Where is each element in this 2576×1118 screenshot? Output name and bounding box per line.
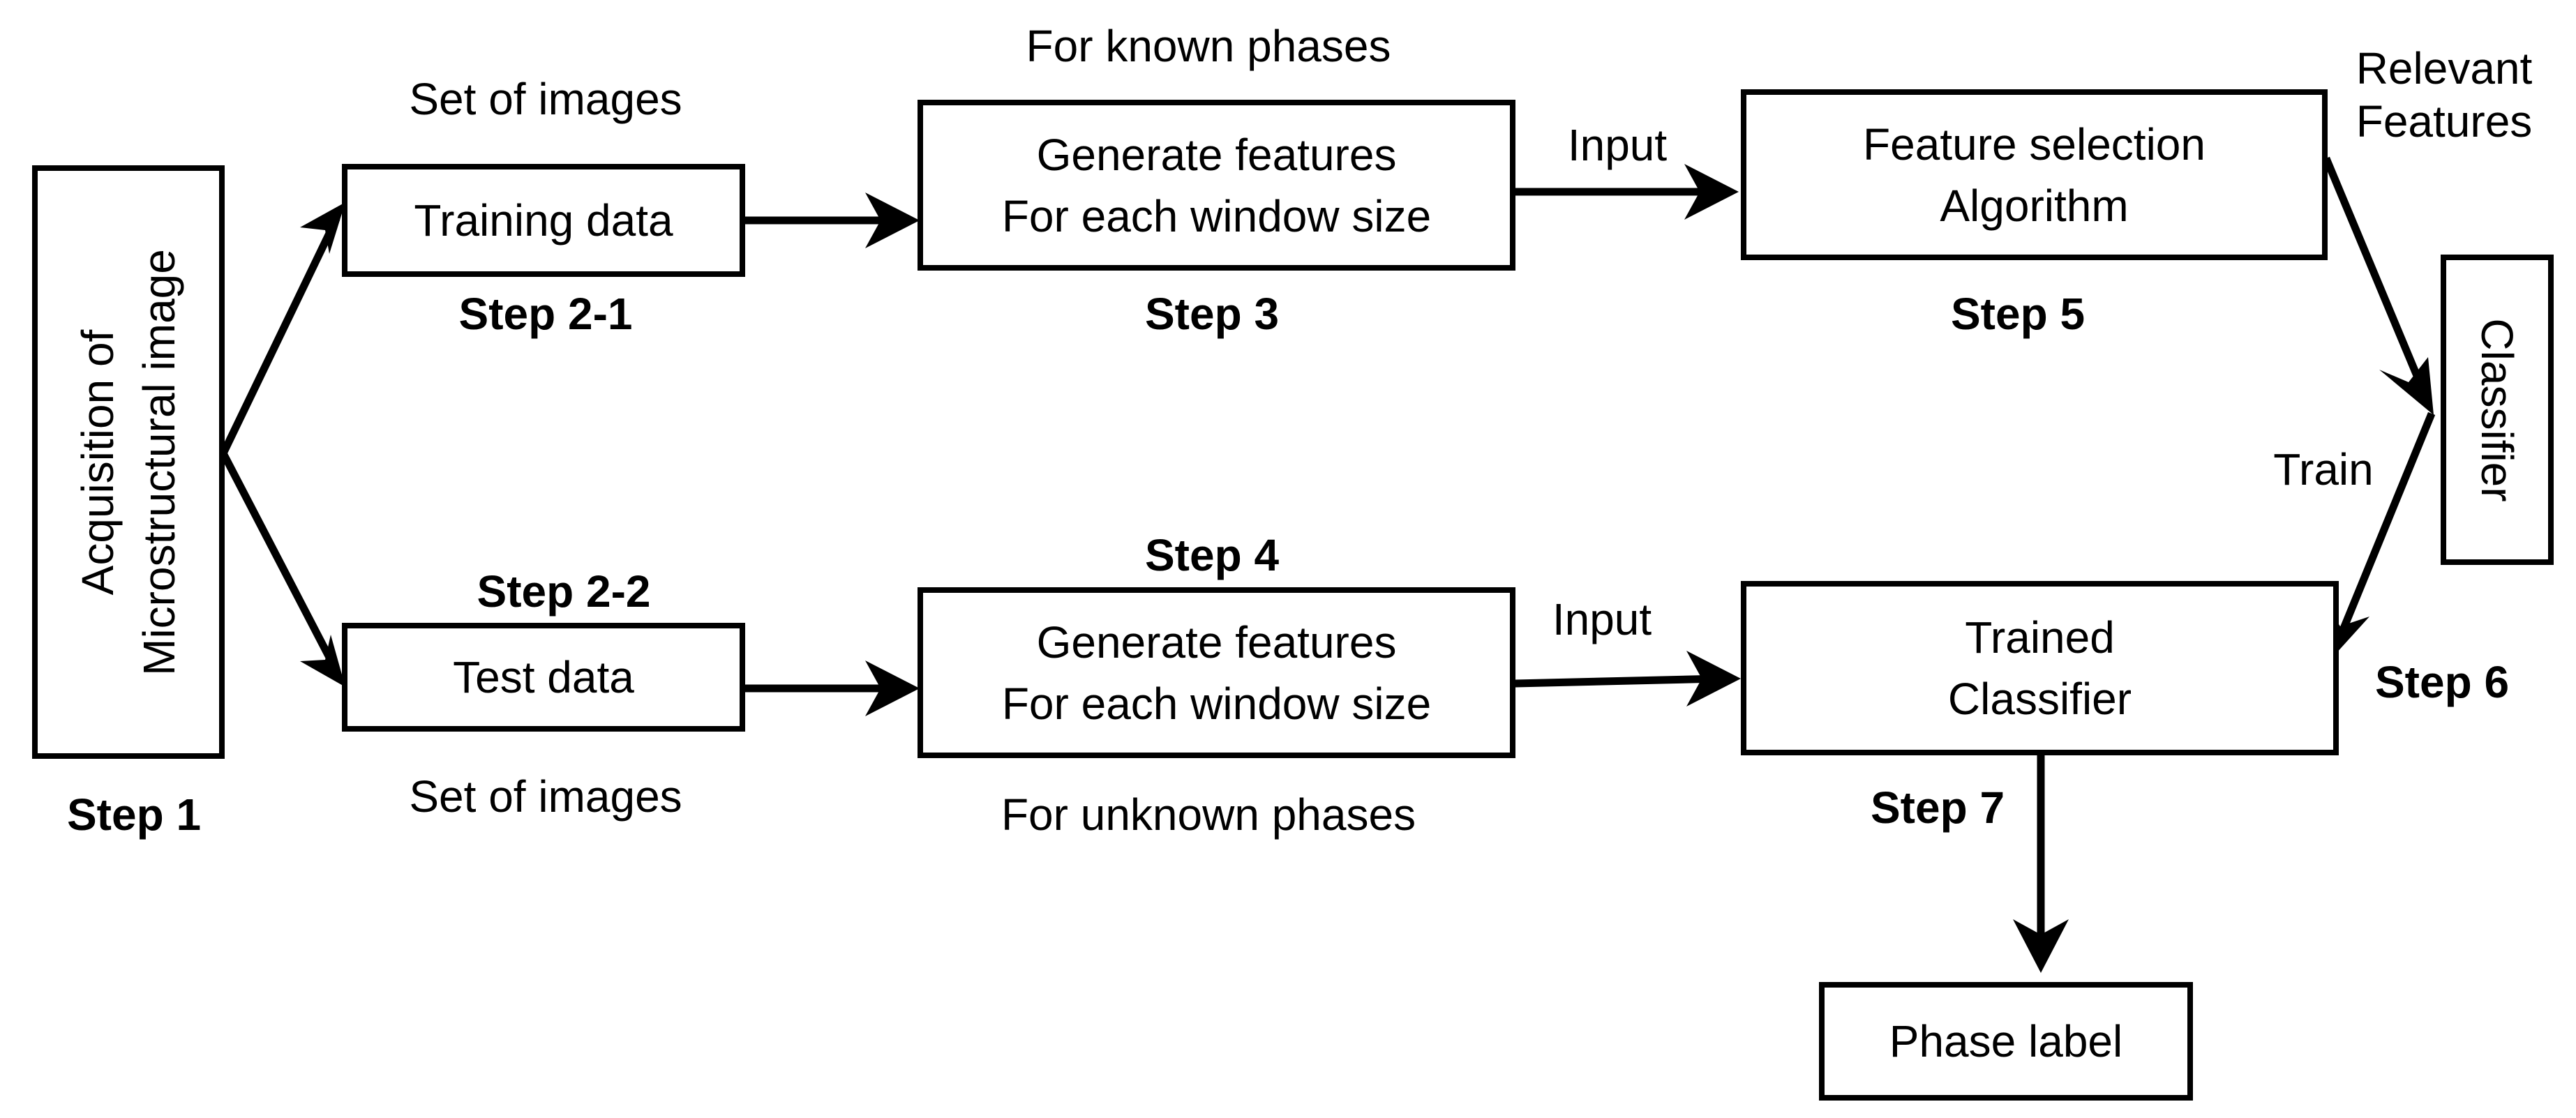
step-7: Step 7 bbox=[1870, 783, 2005, 833]
test-data-label: Test data bbox=[453, 652, 634, 702]
arrowhead-feature-selection bbox=[1684, 164, 1739, 220]
acquisition-label: Acquisition of Microstructural image bbox=[67, 249, 190, 676]
arrowhead-generate-known bbox=[865, 192, 920, 248]
classifier-label: Classifier bbox=[2466, 318, 2528, 501]
step-4: Step 4 bbox=[1144, 530, 1280, 580]
input-bottom: Input bbox=[1552, 594, 1652, 644]
acquisition-box: Acquisition of Microstructural image bbox=[32, 165, 225, 759]
generate-known-line2: For each window size bbox=[1001, 190, 1432, 241]
acquisition-line1: Acquisition of bbox=[73, 329, 123, 595]
relevant-features: Relevant Features bbox=[2356, 42, 2533, 148]
arrowhead-generate-unknown bbox=[865, 660, 920, 716]
arrowhead-trained-classifier bbox=[1686, 651, 1741, 707]
feature-selection-box: Feature selection Algorithm bbox=[1741, 89, 2328, 260]
phase-label-box: Phase label bbox=[1819, 982, 2193, 1101]
arrow-acquisition-to-training bbox=[218, 216, 340, 459]
for-known-phases: For known phases bbox=[1026, 21, 1391, 71]
generate-known-line1: Generate features bbox=[1036, 129, 1397, 180]
train-label: Train bbox=[2273, 444, 2374, 494]
trained-classifier-box: Trained Classifier bbox=[1741, 581, 2339, 755]
arrowhead-training bbox=[300, 202, 345, 254]
training-data-label: Training data bbox=[414, 195, 673, 245]
arrowhead-test bbox=[300, 635, 345, 687]
classifier-box: Classifier bbox=[2441, 255, 2554, 565]
step-6: Step 6 bbox=[2374, 657, 2510, 707]
relevant-line1: Relevant bbox=[2356, 43, 2533, 93]
arrowhead-classifier bbox=[2379, 357, 2434, 415]
set-of-images-top: Set of images bbox=[409, 74, 682, 124]
arrow-generate-to-trained-classifier bbox=[1511, 674, 1724, 688]
step-5: Step 5 bbox=[1950, 289, 2085, 339]
arrow-classifier-to-trained-classifier bbox=[2333, 411, 2436, 646]
step-2-1: Step 2-1 bbox=[458, 289, 633, 339]
step-2-2: Step 2-2 bbox=[477, 566, 651, 617]
input-top: Input bbox=[1567, 120, 1668, 170]
generate-unknown-line2: For each window size bbox=[1001, 678, 1432, 729]
test-data-box: Test data bbox=[342, 623, 745, 732]
step-3: Step 3 bbox=[1144, 289, 1280, 339]
arrowhead-phase-label bbox=[2013, 919, 2069, 973]
classifier-text: Classifier bbox=[2472, 317, 2522, 502]
trained-classifier-line2: Classifier bbox=[1947, 674, 2132, 724]
arrow-feature-selection-to-classifier bbox=[2322, 156, 2430, 400]
step-1: Step 1 bbox=[66, 790, 202, 840]
trained-classifier-line1: Trained bbox=[1965, 612, 2115, 663]
generate-features-known-box: Generate features For each window size bbox=[918, 100, 1515, 271]
arrow-acquisition-to-test bbox=[218, 448, 340, 674]
feature-selection-line2: Algorithm bbox=[1940, 180, 2129, 231]
relevant-line2: Features bbox=[2356, 96, 2533, 146]
generate-features-unknown-box: Generate features For each window size bbox=[918, 587, 1515, 758]
phase-label-text: Phase label bbox=[1889, 1016, 2123, 1066]
acquisition-line2: Microstructural image bbox=[134, 248, 184, 676]
training-data-box: Training data bbox=[342, 164, 745, 277]
feature-selection-line1: Feature selection bbox=[1863, 119, 2206, 169]
generate-unknown-line1: Generate features bbox=[1036, 617, 1397, 667]
set-of-images-bottom: Set of images bbox=[409, 771, 682, 822]
for-unknown-phases: For unknown phases bbox=[1001, 790, 1416, 840]
